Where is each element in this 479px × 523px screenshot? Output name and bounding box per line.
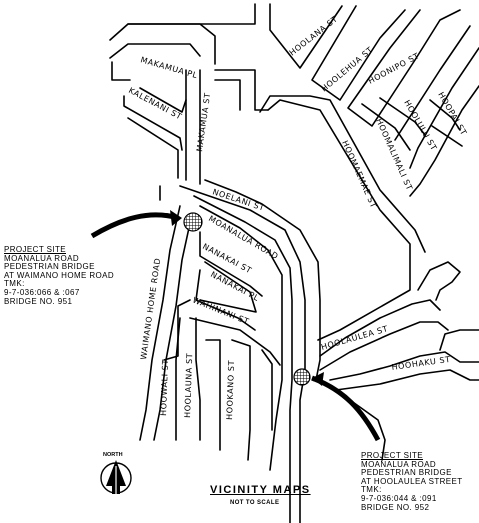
bridge-951-marker <box>183 212 203 232</box>
north-arrow-icon <box>100 460 132 494</box>
label-hoolaulea: HOOLAULEA ST <box>320 324 389 352</box>
site1-line: BRIDGE NO. 951 <box>4 296 73 306</box>
label-hookano: HOOKANO ST <box>225 360 236 420</box>
label-hoowali: HOOWALI ST <box>159 359 170 416</box>
site1-line: MOANALUA ROAD <box>4 253 79 263</box>
waimano-home-road <box>139 205 193 441</box>
site2-line: MOANALUA ROAD <box>361 459 436 469</box>
label-kalenani: KALENANI ST <box>127 86 183 122</box>
label-hoolana: HOOLANA ST <box>288 14 340 57</box>
site1-arrowhead <box>170 210 182 226</box>
site1-line: PEDESTRIAN BRIDGE <box>4 262 95 272</box>
site1-arrow-shaft <box>90 212 179 239</box>
label-makamua-st: MAKAMUA ST <box>195 92 212 152</box>
label-wahinani: WAHINANI ST <box>191 296 250 327</box>
label-hoomaemae: HOOMAEMAE ST <box>340 139 378 210</box>
site2-arrowhead <box>312 372 324 386</box>
map-subtitle: NOT TO SCALE <box>230 500 280 506</box>
southwest-streets <box>163 231 281 461</box>
label-hoolauna: HOOLAUNA ST <box>183 353 194 418</box>
moanalua-road <box>159 179 321 523</box>
site2-line: PEDESTRIAN BRIDGE <box>361 468 452 478</box>
site2-line: AT HOOLAULEA STREET <box>361 476 463 486</box>
label-hoohaku: HOOHAKU ST <box>391 355 451 372</box>
label-hoomalimali: HOOMALIMALI ST <box>374 117 414 192</box>
label-nanakai-pl: NANAKAI PL <box>209 270 261 303</box>
project-site-1-note: PROJECT SITE MOANALUA ROAD PEDESTRIAN BR… <box>4 245 115 306</box>
site2-line: BRIDGE NO. 952 <box>361 502 430 512</box>
hoomaemae-corridor <box>259 95 426 341</box>
northwest-streets <box>109 23 269 185</box>
site2-heading: PROJECT SITE <box>361 451 423 460</box>
north-label: NORTH <box>103 452 123 458</box>
northeast-streets <box>127 3 479 197</box>
bridge-952-marker <box>293 368 311 386</box>
southeast-streets <box>319 261 479 461</box>
label-nanakai-st: NANAKAI ST <box>201 242 253 275</box>
map-title: VICINITY MAPS <box>210 484 311 496</box>
project-site-2-note: PROJECT SITE MOANALUA ROAD PEDESTRIAN BR… <box>361 451 463 512</box>
site1-line: TMK: <box>4 279 25 289</box>
site2-arrow-shaft <box>311 375 381 442</box>
label-waimano: WAIMANO HOME ROAD <box>139 257 162 360</box>
label-hoopai: HOOPAI ST <box>436 91 468 138</box>
site2-line: TMK: <box>361 485 382 495</box>
label-makamua-pl: MAKAMUA PL <box>139 55 198 80</box>
site1-line: AT WAIMANO HOME ROAD <box>4 270 115 280</box>
site1-heading: PROJECT SITE <box>4 245 66 254</box>
site2-line: 9-7-036:044 & :091 <box>361 493 437 503</box>
site1-line: 9-7-036:066 & :067 <box>4 287 80 297</box>
